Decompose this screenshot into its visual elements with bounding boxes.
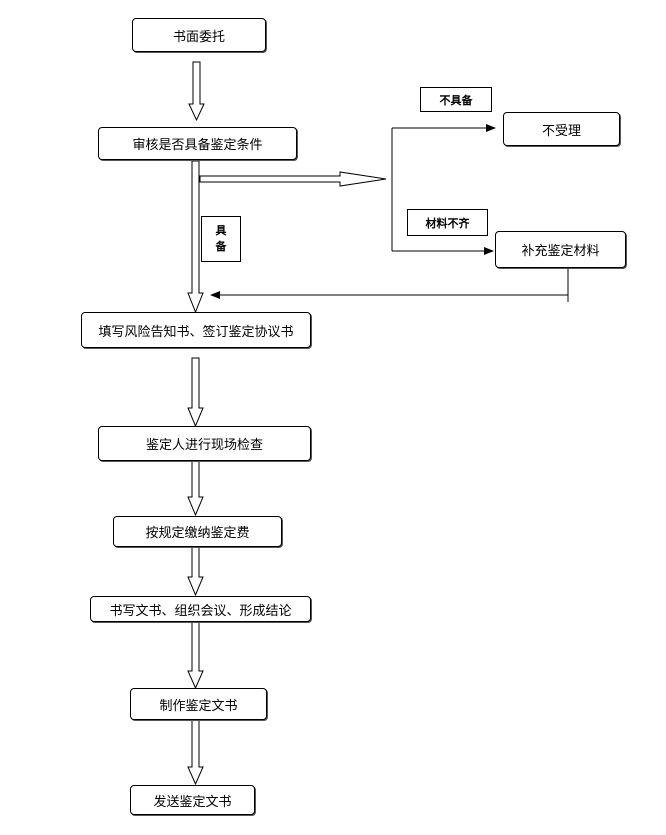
arrowhead-return <box>210 291 220 299</box>
node-agreement: 填写风险告知书、签订鉴定协议书 <box>81 312 311 348</box>
arrowhead-reject <box>486 124 496 132</box>
arrow-write-produce <box>187 621 204 690</box>
arrow-review-agreement <box>187 160 204 314</box>
node-fee: 按规定缴纳鉴定费 <box>113 516 282 547</box>
node-produce: 制作鉴定文书 <box>130 688 267 720</box>
arrow-produce-send <box>187 719 204 786</box>
arrow-review-branch <box>199 171 387 187</box>
label-materials-incomplete: 材料不齐 <box>407 209 488 236</box>
arrow-entrust-review <box>188 61 205 122</box>
node-send: 发送鉴定文书 <box>130 785 255 815</box>
node-entrust: 书面委托 <box>132 18 266 52</box>
node-inspection: 鉴定人进行现场检查 <box>98 426 311 461</box>
arrow-inspection-fee <box>187 460 204 517</box>
node-supplement: 补充鉴定材料 <box>495 231 626 268</box>
arrow-fee-write <box>187 546 204 597</box>
node-reject: 不受理 <box>503 112 620 146</box>
label-qualified-char-1: 具 <box>215 224 227 237</box>
label-qualified-char-2: 备 <box>215 240 227 253</box>
arrow-agreement-inspection <box>187 357 204 428</box>
label-qualified: 具 备 <box>201 216 241 262</box>
node-write: 书写文书、组织会议、形成结论 <box>90 596 311 622</box>
node-review: 审核是否具备鉴定条件 <box>98 127 297 160</box>
label-not-qualified: 不具备 <box>420 87 492 112</box>
arrowhead-supplement <box>484 247 494 255</box>
